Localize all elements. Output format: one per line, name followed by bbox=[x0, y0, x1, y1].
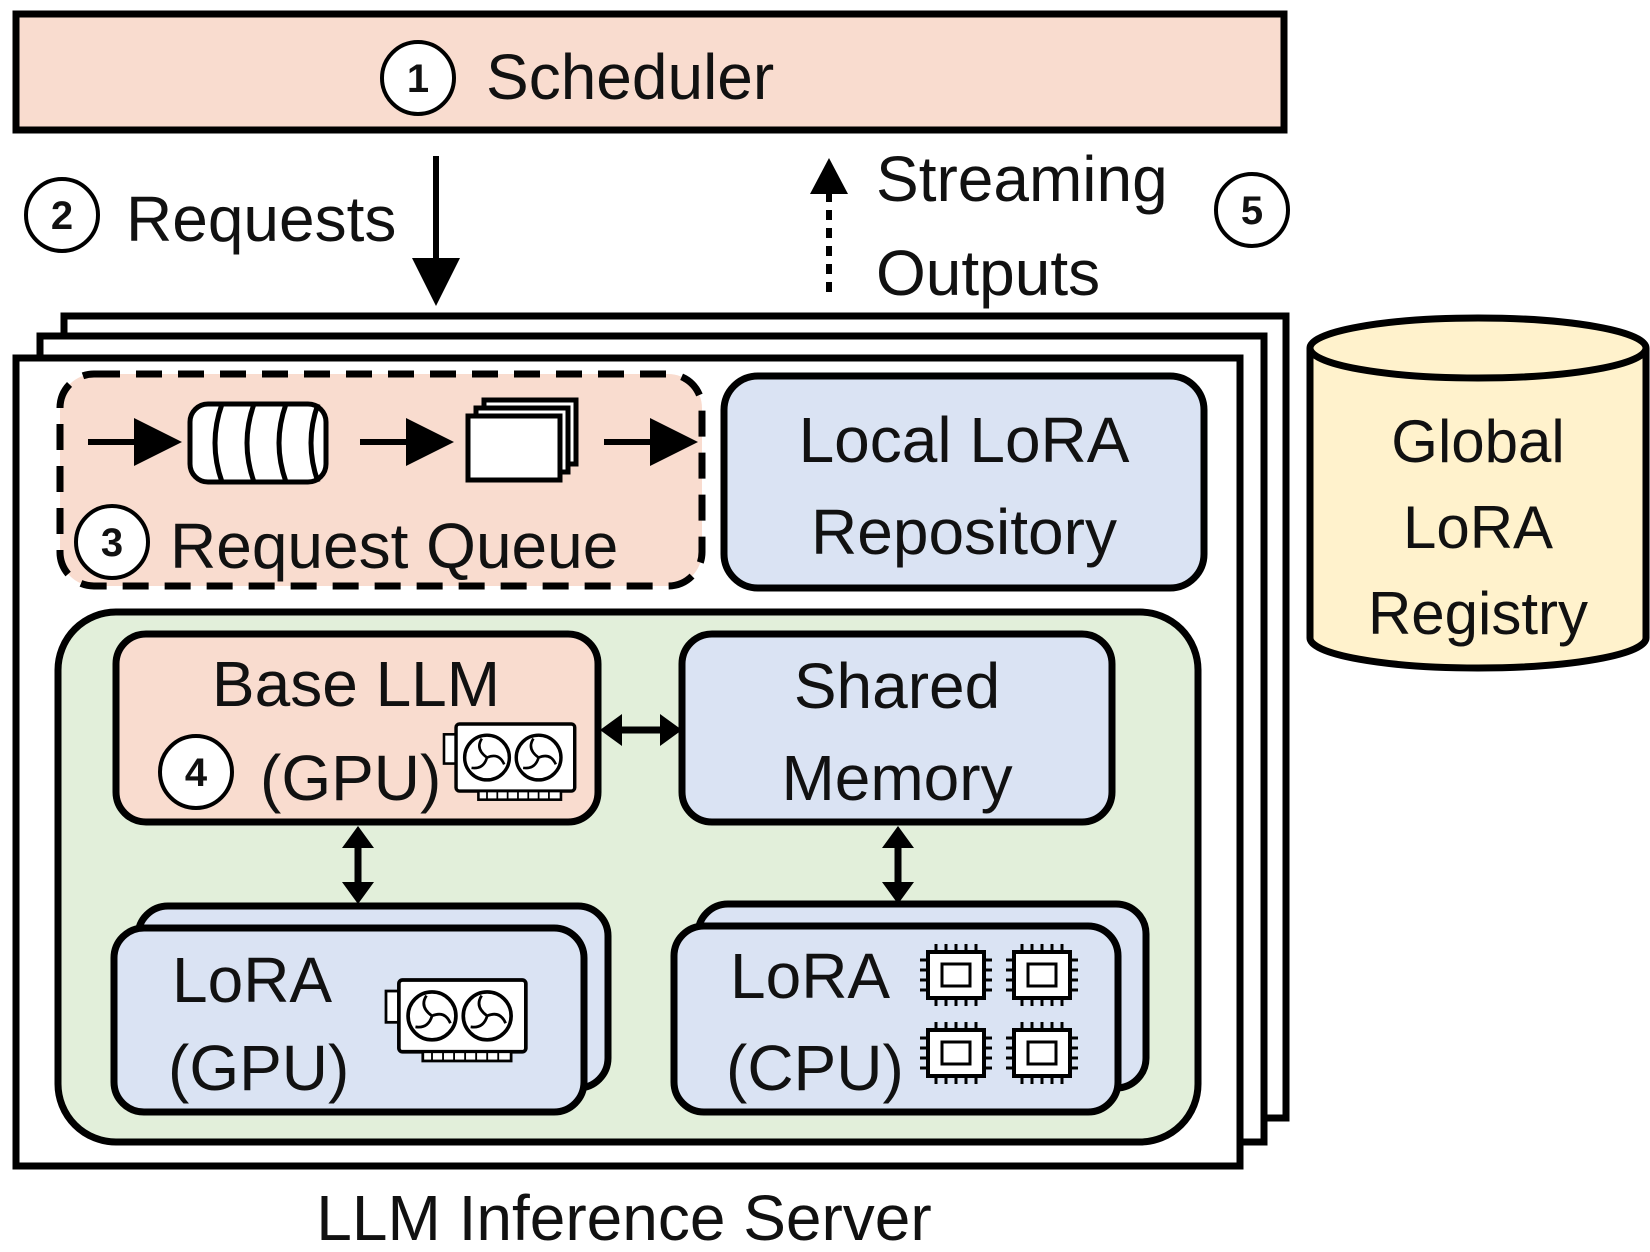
lora-gpu-line1: LoRA bbox=[172, 944, 332, 1016]
base-shared-link bbox=[600, 714, 682, 746]
batch-stack-icon bbox=[465, 397, 579, 483]
scheduler-label: Scheduler bbox=[486, 41, 774, 113]
request-queue-label: Request Queue bbox=[170, 510, 618, 582]
lora-cpu-line1: LoRA bbox=[730, 940, 890, 1012]
step-5-number: 5 bbox=[1241, 189, 1263, 233]
streaming-arrow-head bbox=[810, 158, 848, 194]
step-3-number: 3 bbox=[101, 521, 123, 565]
step-4-number: 4 bbox=[185, 751, 208, 795]
lora-gpu-line2: (GPU) bbox=[168, 1032, 349, 1104]
step-4-badge bbox=[158, 734, 234, 810]
local-repo-line2: Repository bbox=[811, 496, 1117, 568]
step-3-badge bbox=[74, 504, 150, 580]
cpu-chip-icon bbox=[1004, 1020, 1080, 1086]
global-registry-line2: LoRA bbox=[1403, 494, 1553, 561]
streaming-outputs-flow: Streaming Outputs 5 bbox=[810, 143, 1290, 309]
lora-cpu-box: LoRA (CPU) bbox=[670, 900, 1150, 1116]
streaming-label-line2: Outputs bbox=[876, 237, 1100, 309]
cpu-chip-icon bbox=[1004, 942, 1080, 1008]
cpu-chip-icon bbox=[918, 942, 994, 1008]
step-2-badge bbox=[24, 177, 100, 253]
base-lora-gpu-link bbox=[342, 826, 374, 904]
step-2-number: 2 bbox=[51, 194, 73, 238]
queue-cylinder-icon bbox=[187, 401, 329, 485]
global-registry-line3: Registry bbox=[1368, 580, 1588, 647]
base-llm-line1: Base LLM bbox=[212, 648, 500, 720]
local-lora-repository: Local LoRA Repository bbox=[720, 372, 1208, 592]
requests-flow: 2 Requests bbox=[24, 156, 460, 306]
requests-label: Requests bbox=[126, 183, 396, 255]
local-repo-line1: Local LoRA bbox=[799, 404, 1130, 476]
shared-memory-line2: Memory bbox=[781, 742, 1012, 814]
cpu-chip-icon bbox=[918, 1020, 994, 1086]
gpu-icon bbox=[442, 722, 577, 802]
request-queue: 3 Request Queue bbox=[56, 370, 706, 590]
server-label: LLM Inference Server bbox=[316, 1182, 931, 1252]
shared-memory-box: Shared Memory bbox=[678, 630, 1116, 826]
lora-gpu-box: LoRA (GPU) bbox=[110, 902, 612, 1116]
global-registry-line1: Global bbox=[1391, 408, 1564, 475]
lora-cpu-line2: (CPU) bbox=[726, 1032, 904, 1104]
gpu-icon bbox=[384, 978, 528, 1063]
shared-lora-cpu-link bbox=[882, 826, 914, 904]
shared-memory-line1: Shared bbox=[794, 650, 1000, 722]
base-llm-box: Base LLM 4 (GPU) bbox=[112, 630, 602, 826]
base-llm-line2: (GPU) bbox=[260, 742, 441, 814]
step-1-number: 1 bbox=[407, 57, 429, 101]
streaming-label-line1: Streaming bbox=[876, 143, 1168, 215]
scheduler-box: 1 Scheduler bbox=[12, 10, 1288, 134]
global-lora-registry: Global LoRA Registry bbox=[1306, 314, 1650, 672]
step-1-badge bbox=[380, 40, 456, 116]
step-5-badge bbox=[1214, 172, 1290, 248]
